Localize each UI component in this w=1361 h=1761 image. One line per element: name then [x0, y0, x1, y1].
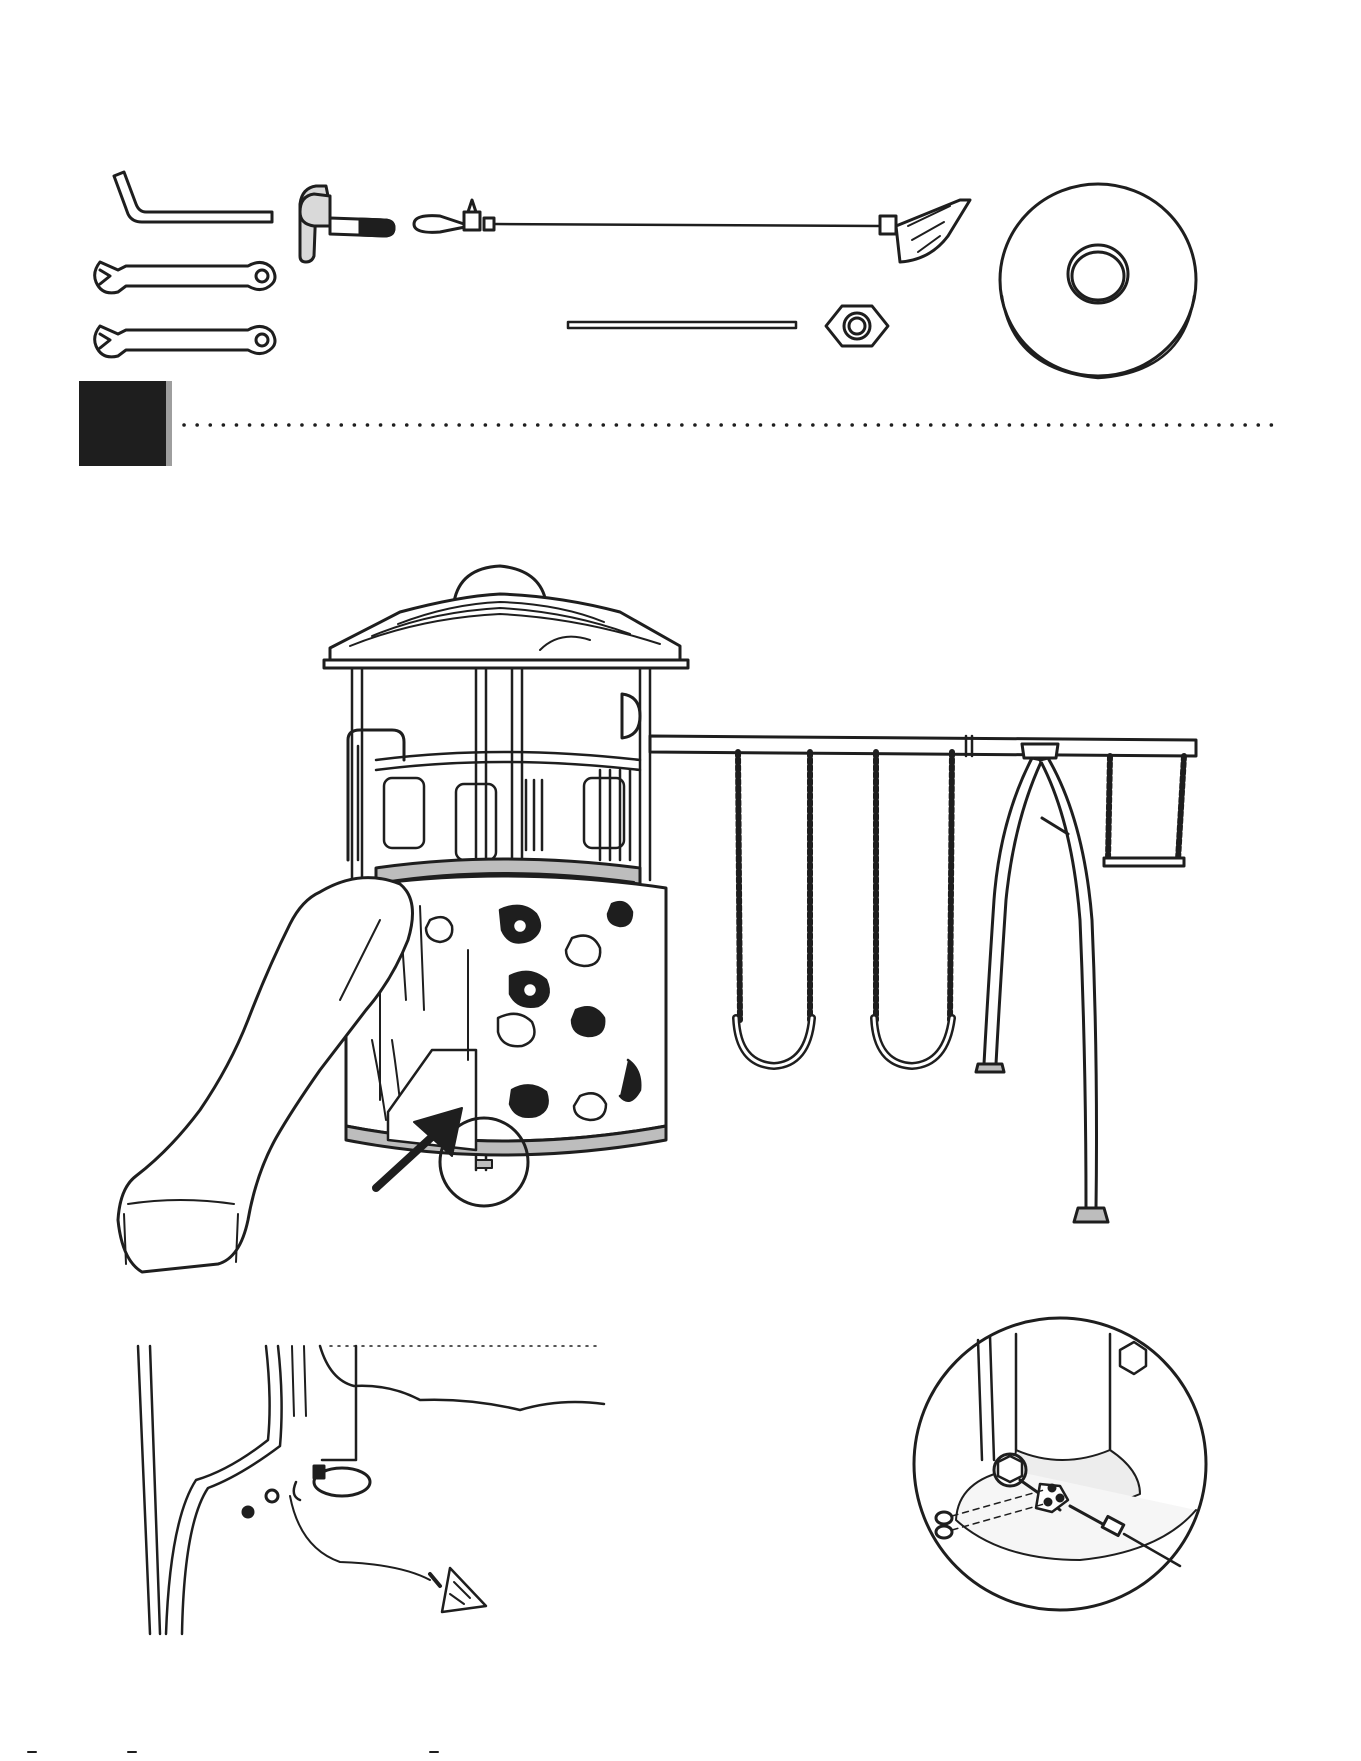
wrench-icon	[95, 326, 275, 357]
hex-key-icon	[114, 172, 272, 222]
round-disc-icon	[1000, 184, 1196, 378]
a-frame-leg	[1040, 758, 1097, 1208]
ground-anchor-cable-icon	[414, 200, 970, 262]
threaded-rod-icon	[568, 322, 796, 328]
hammer-icon	[300, 186, 394, 262]
detail-anchor-closeup	[914, 1318, 1206, 1610]
a-frame-leg	[984, 758, 1042, 1064]
tower-roof	[330, 594, 680, 660]
a-frame-bracket	[1022, 744, 1058, 758]
swing-seat	[874, 752, 952, 1066]
swing-beam	[650, 736, 1196, 756]
hex-nut-icon	[826, 306, 888, 346]
detail-anchor-attachment	[138, 1346, 604, 1634]
wrench-icon	[95, 262, 275, 293]
side-handle	[348, 730, 404, 860]
swing-seat	[736, 752, 812, 1066]
tower-railings	[384, 770, 630, 860]
playset-illustration	[118, 566, 1196, 1272]
trapeze-bar	[1104, 756, 1184, 866]
